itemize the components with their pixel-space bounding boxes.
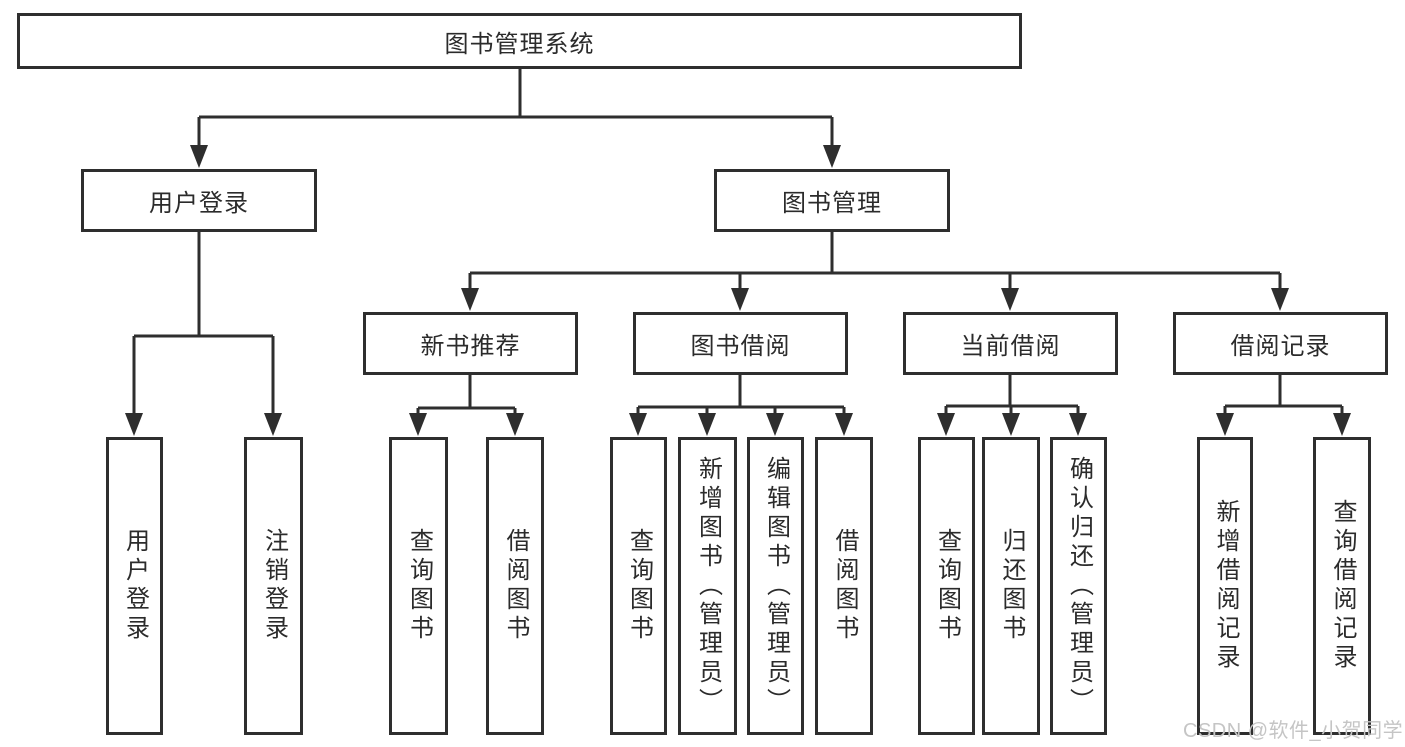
arrowhead xyxy=(1001,288,1019,311)
leaf-confirm-return-admin: 确认归还（管理员） xyxy=(1050,437,1107,735)
arrowhead xyxy=(1069,413,1087,436)
node-new-book-recommend: 新书推荐 xyxy=(363,312,578,375)
arrowhead xyxy=(1002,413,1020,436)
leaf-query-borrow-record: 查询借阅记录 xyxy=(1313,437,1371,735)
leaf-add-borrow-record: 新增借阅记录 xyxy=(1197,437,1253,735)
leaf-borrow-query-book: 查询图书 xyxy=(610,437,667,735)
leaf-current-query-book: 查询图书 xyxy=(918,437,975,735)
leaf-return-book: 归还图书 xyxy=(982,437,1040,735)
arrowhead xyxy=(823,145,841,168)
leaf-label: 借阅图书 xyxy=(831,528,858,644)
arrowheads xyxy=(125,145,1351,436)
arrowhead xyxy=(1271,288,1289,311)
leaf-logout-login: 注销登录 xyxy=(244,437,303,735)
leaf-recommend-query-book: 查询图书 xyxy=(389,437,448,735)
arrowhead xyxy=(629,413,647,436)
arrowhead xyxy=(835,413,853,436)
leaf-edit-book-admin: 编辑图书（管理员） xyxy=(747,437,804,735)
arrowhead xyxy=(1216,413,1234,436)
leaf-label: 查询图书 xyxy=(933,528,961,644)
leaf-label: 新增图书（管理员） xyxy=(694,455,722,717)
arrowhead xyxy=(506,413,524,436)
arrowhead xyxy=(766,413,784,436)
leaf-recommend-borrow-book: 借阅图书 xyxy=(486,437,544,735)
node-borrow-records: 借阅记录 xyxy=(1173,312,1388,375)
leaf-label: 确认归还（管理员） xyxy=(1065,455,1093,717)
arrowhead xyxy=(698,413,716,436)
arrowhead xyxy=(461,288,479,311)
node-book-management: 图书管理 xyxy=(714,169,950,232)
leaf-label: 用户登录 xyxy=(121,528,149,644)
node-current-borrow: 当前借阅 xyxy=(903,312,1118,375)
leaf-label: 查询图书 xyxy=(625,528,653,644)
leaf-label: 新增借阅记录 xyxy=(1212,499,1239,673)
arrowhead xyxy=(264,413,282,436)
leaf-user-login: 用户登录 xyxy=(106,437,163,735)
node-root-system: 图书管理系统 xyxy=(17,13,1022,69)
arrowhead xyxy=(125,413,143,436)
leaf-label: 借阅图书 xyxy=(502,528,529,644)
node-book-borrow: 图书借阅 xyxy=(633,312,848,375)
leaf-label: 注销登录 xyxy=(260,528,288,644)
leaf-label: 归还图书 xyxy=(998,528,1025,644)
leaf-label: 查询图书 xyxy=(405,528,433,644)
csdn-watermark: CSDN @软件_小贺同学 xyxy=(1183,720,1404,742)
leaf-add-book-admin: 新增图书（管理员） xyxy=(678,437,737,735)
node-user-login: 用户登录 xyxy=(81,169,317,232)
leaf-label: 编辑图书（管理员） xyxy=(762,455,790,717)
arrowhead xyxy=(190,145,208,168)
arrowhead xyxy=(1333,413,1351,436)
arrowhead xyxy=(731,288,749,311)
leaf-label: 查询借阅记录 xyxy=(1329,499,1356,673)
arrowhead xyxy=(409,413,427,436)
leaf-borrow-book: 借阅图书 xyxy=(815,437,873,735)
arrowhead xyxy=(937,413,955,436)
